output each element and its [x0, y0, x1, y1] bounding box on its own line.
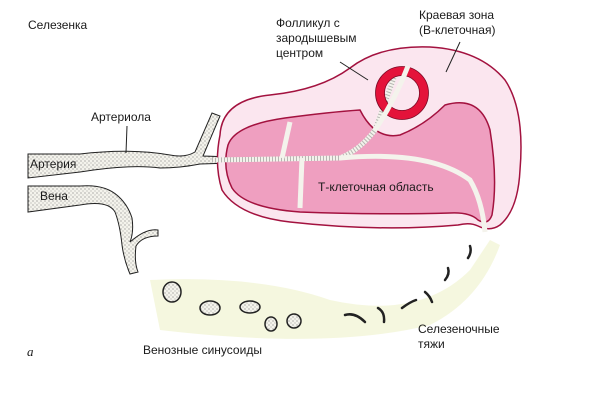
follicle-germinal-center: [375, 66, 429, 120]
branch-artery-1: [279, 121, 293, 159]
artery-vessel: [27, 112, 233, 179]
venous-sinusoids: [162, 281, 302, 332]
t-cell-area: [225, 102, 496, 223]
cords-label-1: Селезеночные: [418, 322, 500, 336]
marginal-label-1: Краевая зона: [419, 8, 495, 22]
t-cell-area-label: Т-клеточная область: [318, 180, 434, 194]
marginal-label-2: (В-клеточная): [419, 23, 496, 37]
panel-letter: а: [27, 344, 34, 359]
branch-artery-3: [339, 153, 488, 233]
follicle-label-2: зародышевым: [276, 31, 357, 45]
diagram-title: Селезенка: [28, 18, 88, 32]
arteriole-label: Артериола: [91, 110, 151, 124]
cords-label-2: тяжи: [418, 337, 445, 351]
follicle-label-1: Фолликул с: [276, 16, 340, 30]
arteriole-leader: [125, 125, 128, 154]
red-pulp-band: [150, 240, 500, 339]
marginal-leader: [445, 41, 461, 73]
follicle-label-3: центром: [276, 46, 324, 60]
vein-label: Вена: [40, 189, 68, 203]
artery-label: Артерия: [30, 157, 77, 171]
sinusoids-label: Венозные синусоиды: [143, 343, 262, 357]
branch-artery-2: [297, 157, 305, 209]
follicle-leader: [339, 61, 369, 81]
splenic-cords: [343, 244, 472, 324]
vein-vessel: [27, 185, 159, 275]
